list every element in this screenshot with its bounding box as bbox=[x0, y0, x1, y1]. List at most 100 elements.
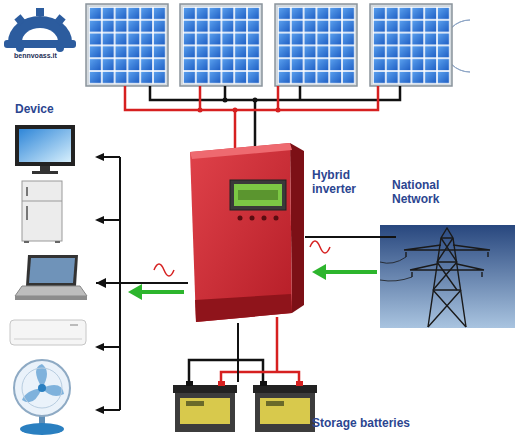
logo-gear bbox=[4, 8, 76, 52]
battery-icon bbox=[266, 401, 284, 406]
battery-icon bbox=[175, 389, 235, 432]
battery-icon bbox=[255, 389, 315, 432]
battery-icon bbox=[218, 381, 225, 386]
flow-arrow bbox=[140, 290, 184, 294]
device-bus bbox=[95, 343, 104, 351]
grid-box: National Network bbox=[380, 178, 516, 328]
solar-panel bbox=[180, 4, 262, 86]
fridge-icon bbox=[24, 241, 29, 243]
ac-sine-symbol bbox=[310, 241, 330, 253]
battery-wire bbox=[189, 317, 299, 381]
laptop-icon bbox=[15, 286, 87, 296]
device-bus bbox=[95, 406, 104, 414]
inverter-body bbox=[230, 180, 286, 210]
air-conditioner-icon bbox=[10, 320, 86, 345]
inverter-body bbox=[190, 143, 292, 159]
tv-icon bbox=[19, 129, 71, 162]
tv-icon bbox=[15, 125, 75, 174]
device-bus bbox=[95, 153, 120, 414]
tv-icon bbox=[15, 125, 75, 166]
device-group: Device bbox=[8, 100, 96, 436]
power-pylon bbox=[428, 228, 466, 327]
battery-icon bbox=[180, 398, 230, 424]
laptop-icon bbox=[29, 258, 75, 283]
inverter-body bbox=[238, 216, 243, 221]
ac-sine-symbol bbox=[154, 264, 174, 276]
power-pylon bbox=[380, 257, 412, 281]
battery-icon bbox=[260, 381, 267, 386]
laptop-icon bbox=[15, 296, 87, 300]
logo-gear bbox=[56, 44, 64, 52]
inverter-body bbox=[238, 190, 278, 200]
inverter-body bbox=[250, 216, 255, 221]
logo-gear bbox=[22, 28, 58, 42]
logo-gear bbox=[54, 14, 65, 25]
power-pylon bbox=[380, 225, 515, 328]
ac-sine-symbol bbox=[154, 241, 330, 276]
power-pylon bbox=[404, 245, 490, 270]
inverter-box: Hybrid inverter bbox=[188, 142, 305, 323]
fan-icon bbox=[22, 368, 62, 408]
air-conditioner-icon bbox=[10, 320, 86, 345]
solar-panel bbox=[86, 4, 452, 86]
device-bus bbox=[95, 216, 104, 224]
logo-gear bbox=[14, 14, 25, 25]
device-bus bbox=[102, 346, 120, 348]
fridge-icon bbox=[22, 201, 62, 202]
inverter-body bbox=[190, 143, 304, 322]
flow-arrow bbox=[128, 264, 377, 300]
power-wire bbox=[305, 236, 380, 238]
inverter-body bbox=[190, 143, 292, 322]
grid-wire bbox=[380, 236, 396, 238]
inverter-body bbox=[234, 184, 282, 206]
inverter-body bbox=[262, 216, 267, 221]
solar-panel bbox=[370, 4, 452, 86]
battery-box: Storage batteries bbox=[172, 382, 314, 434]
battery-icon bbox=[253, 385, 317, 393]
power-pylon bbox=[428, 238, 466, 327]
node-label: Hybrid inverter bbox=[312, 168, 374, 196]
flow-arrow bbox=[128, 284, 142, 300]
battery-icon bbox=[186, 401, 204, 406]
logo-gear bbox=[16, 44, 24, 52]
air-conditioner-icon bbox=[14, 339, 82, 340]
flow-arrow bbox=[324, 270, 377, 274]
power-pylon bbox=[380, 228, 490, 327]
node-label: Storage batteries bbox=[312, 416, 432, 430]
power-wire bbox=[237, 323, 239, 382]
panel-wire bbox=[198, 108, 203, 113]
device-bus bbox=[102, 409, 120, 411]
fan-icon bbox=[14, 360, 70, 435]
air-conditioner-icon bbox=[70, 324, 78, 326]
solar-panel bbox=[86, 4, 168, 86]
device-bus bbox=[95, 153, 104, 161]
battery-icon bbox=[186, 381, 193, 386]
tv-icon bbox=[40, 166, 50, 171]
power-wire bbox=[96, 282, 188, 284]
panel-wire bbox=[253, 98, 258, 103]
battery-icon bbox=[296, 381, 303, 386]
node-label: Device bbox=[15, 102, 85, 116]
node-label: National Network bbox=[392, 178, 454, 206]
panel-wire bbox=[150, 86, 400, 146]
panel-wire bbox=[125, 86, 378, 150]
laptop-icon bbox=[15, 255, 87, 300]
fridge-icon bbox=[26, 187, 28, 196]
battery-icon bbox=[173, 381, 317, 432]
device-bus bbox=[119, 157, 121, 410]
inverter-body bbox=[274, 216, 279, 221]
battery-icon bbox=[260, 398, 310, 424]
panel-wire bbox=[233, 108, 238, 113]
laptop-icon bbox=[26, 255, 78, 286]
panel-wire bbox=[276, 108, 281, 113]
fridge-icon bbox=[22, 181, 62, 241]
fan-icon bbox=[38, 384, 46, 392]
solar-panel bbox=[275, 4, 357, 86]
power-pylon bbox=[406, 252, 488, 277]
watermark-label: bennvoass.it bbox=[14, 52, 57, 60]
logo-gear bbox=[36, 8, 44, 16]
power-pylon bbox=[380, 225, 515, 328]
battery-wire bbox=[189, 360, 263, 381]
